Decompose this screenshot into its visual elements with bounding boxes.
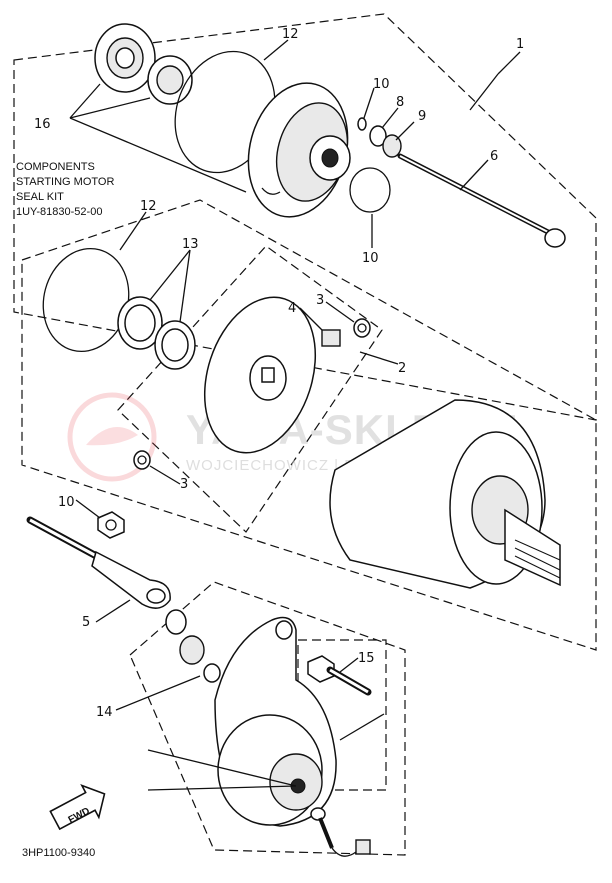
callout-12-top: 12 [282,27,299,42]
kit-note-line3: SEAL KIT [16,191,64,203]
assembly-outline-main [21,199,597,651]
leader-lines [69,39,521,791]
callout-11: 10 [58,495,75,510]
lower-screw-part [310,807,334,849]
callout-12-left: 12 [140,199,157,214]
assembly-outline-bolt [297,639,387,791]
callout-8: 10 [373,77,390,92]
washer-stack-part [165,609,221,683]
bolt-15-part [307,655,372,696]
watermark-logo-icon [67,392,157,482]
fwd-arrow-icon [49,784,106,831]
kit-note-line2: STARTING MOTOR [16,176,114,188]
washer-8-part [357,117,367,131]
front-cover-part [214,616,337,827]
shim-13b-part [154,320,196,370]
assembly-outline-top [13,13,597,421]
bearing-part [94,23,156,93]
callout-1: 1 [516,37,524,52]
callout-3-top: 3 [316,293,324,308]
callout-3-bottom: 3 [180,477,188,492]
kit-note-line4: 1UY-81830-52-00 [16,206,102,218]
cable-terminal-5-part [26,516,171,609]
callout-9: 9 [418,109,426,124]
o-ring-10-part [349,167,391,213]
assembly-outline-front-cover [129,581,406,856]
rear-cover-part [247,82,351,218]
callout-5: 5 [82,615,90,630]
callout-14: 14 [96,705,113,720]
callout-4: 4 [288,301,296,316]
nut-11-part [97,511,125,539]
callout-7: 8 [396,95,404,110]
spring-3-top-part [353,318,371,338]
long-bolt-part [397,153,566,248]
o-ring-left-part [42,247,130,353]
footer-code: 3HP1100-9340 [22,847,95,859]
kit-note-line1: COMPONENTS [16,161,95,173]
callout-16: 16 [34,117,51,132]
washer-9-part [382,134,402,158]
brush-4-part [321,329,341,347]
shim-13a-part [117,296,163,350]
callout-13: 13 [182,237,199,252]
watermark-logo-swoosh [86,427,138,446]
brush-lead-part [331,839,371,857]
watermark [67,392,157,482]
armature-yoke-part [329,399,561,589]
assembly-outline-brush-holder [117,245,383,533]
brush-holder-plate-part [203,296,317,454]
spring-3-bottom-part [133,450,151,470]
callout-2: 2 [398,361,406,376]
oil-seal-part [147,55,193,105]
callout-15: 15 [358,651,375,666]
washer-7-part [369,125,387,147]
callout-10: 10 [362,251,379,266]
callout-6: 6 [490,149,498,164]
